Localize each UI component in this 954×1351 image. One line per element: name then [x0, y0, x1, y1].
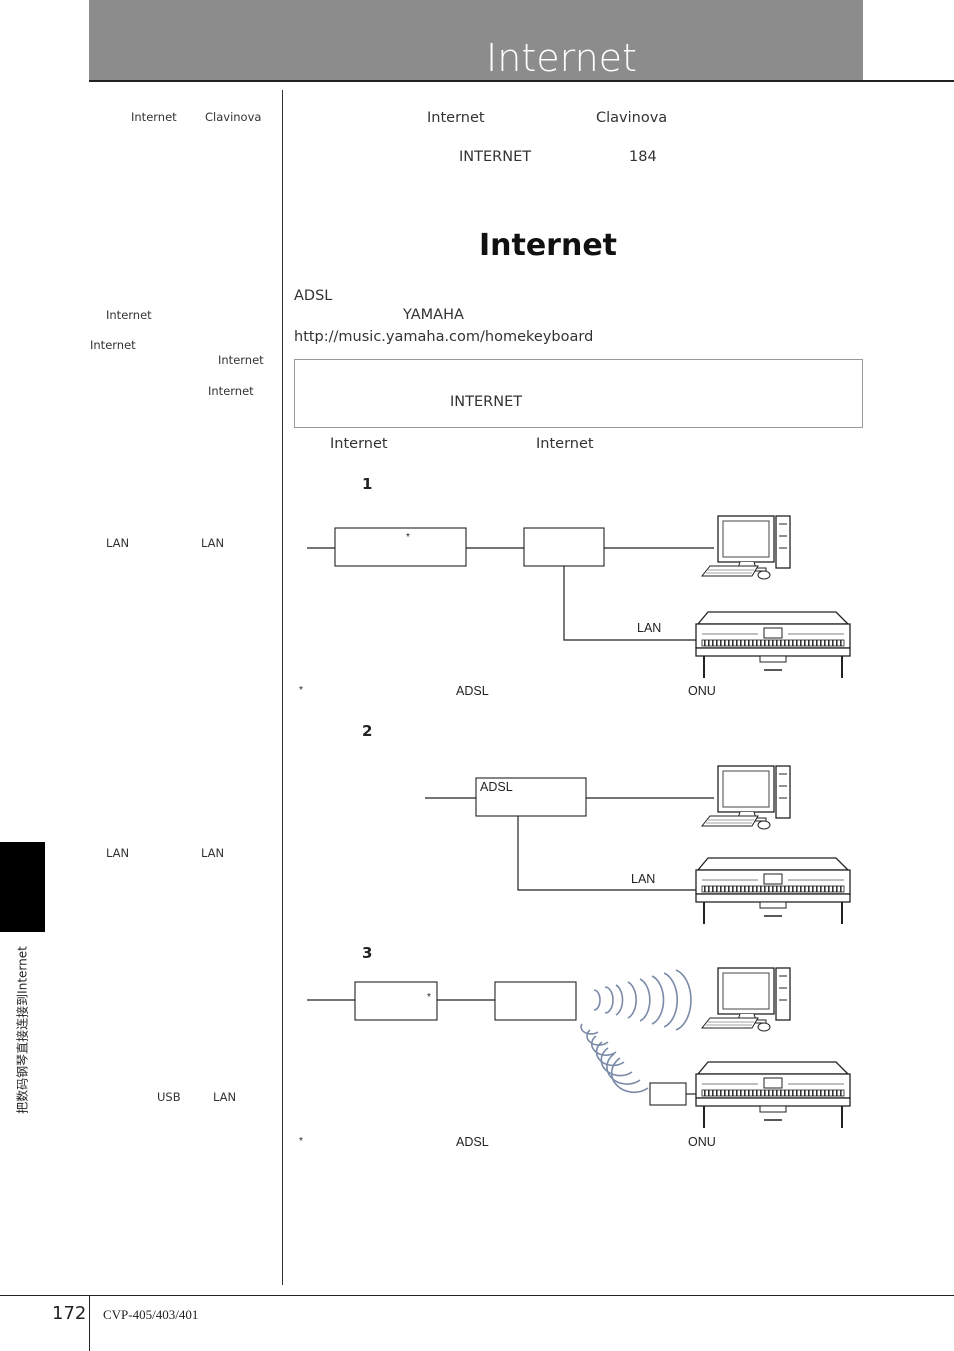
router-box-1	[523, 527, 605, 567]
page-title: Internet	[486, 36, 637, 80]
yamaha-text: YAMAHA	[403, 307, 464, 323]
footnote-3-onu: ONU	[688, 1135, 716, 1149]
diagram-1-lan-label: LAN	[637, 621, 662, 635]
computer-icon	[701, 765, 791, 830]
side-note-8b: LAN	[213, 1090, 237, 1104]
side-note-1b: Clavinova	[205, 110, 262, 124]
footnote-1-star: *	[299, 685, 303, 696]
diagram-2-number: 2	[362, 722, 373, 740]
yamaha-url-link[interactable]: http://music.yamaha.com/homekeyboard	[294, 329, 594, 345]
intro-text-1a: Internet	[427, 110, 485, 126]
footnote-3-adsl: ADSL	[456, 1135, 489, 1149]
diagram-2-lan-label: LAN	[631, 872, 656, 886]
footer-rule	[0, 1295, 954, 1296]
diagram-3-number: 3	[362, 944, 373, 962]
side-note-3: Internet	[90, 338, 136, 352]
footer-divider	[89, 1296, 90, 1351]
modem-box-1	[334, 527, 467, 567]
side-note-2: Internet	[106, 308, 152, 322]
diagram-3-star: *	[427, 992, 431, 1003]
side-note-6b: LAN	[201, 536, 225, 550]
wireless-adapter-box	[649, 1082, 687, 1106]
computer-icon	[701, 515, 791, 580]
side-note-5: Internet	[208, 384, 254, 398]
diagram-2-adsl-label: ADSL	[480, 780, 513, 794]
section-text-b: Internet	[536, 436, 594, 452]
section-title: Internet	[478, 228, 618, 263]
column-divider	[282, 90, 283, 1285]
adsl-text: ADSL	[294, 288, 333, 304]
side-note-4: Internet	[218, 353, 264, 367]
side-note-1a: Internet	[131, 110, 177, 124]
note-box	[294, 359, 863, 428]
side-note-8a: USB	[157, 1090, 181, 1104]
clavinova-icon	[695, 611, 851, 679]
side-note-6a: LAN	[106, 536, 130, 550]
side-note-7a: LAN	[106, 846, 130, 860]
section-text-a: Internet	[330, 436, 388, 452]
footnote-1-onu: ONU	[688, 684, 716, 698]
intro-text-2b: 184	[629, 149, 657, 165]
footnote-3-star: *	[299, 1136, 303, 1147]
intro-text-2a: INTERNET	[459, 149, 532, 165]
chapter-tab	[0, 842, 45, 932]
adsl-router-box	[475, 777, 587, 817]
footnote-1-adsl: ADSL	[456, 684, 489, 698]
clavinova-icon	[695, 1061, 851, 1129]
computer-icon	[701, 967, 791, 1032]
diagram-1-number: 1	[362, 475, 373, 493]
intro-text-1b: Clavinova	[596, 110, 668, 126]
wireless-signal-icon	[580, 969, 692, 1094]
diagram-1-star: *	[406, 532, 410, 543]
header-rule	[89, 80, 954, 82]
page-number: 172	[52, 1303, 87, 1324]
modem-box-3	[354, 981, 438, 1021]
header-band	[89, 0, 863, 81]
wireless-router-box	[494, 981, 577, 1021]
model-name: CVP-405/403/401	[103, 1307, 199, 1322]
side-note-7b: LAN	[201, 846, 225, 860]
clavinova-icon	[695, 857, 851, 925]
note-box-text: INTERNET	[450, 394, 523, 410]
